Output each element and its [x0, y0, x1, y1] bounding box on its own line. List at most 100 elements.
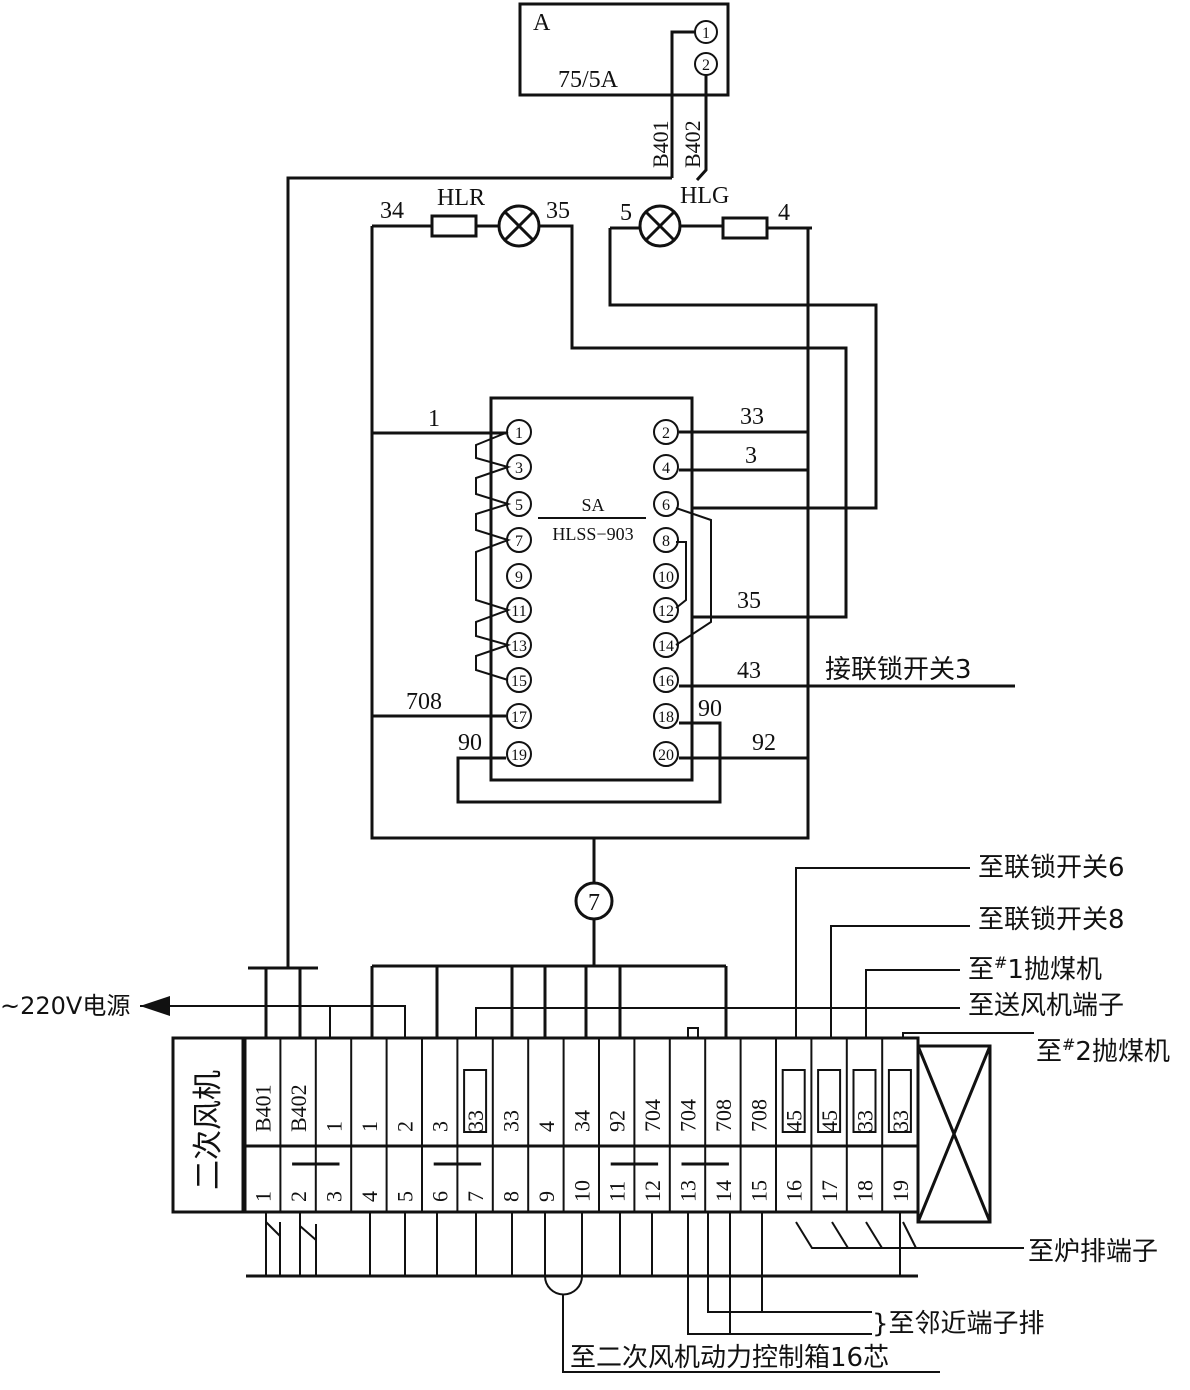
power-arrow-icon — [140, 996, 170, 1016]
sa-terminal-label: 12 — [658, 603, 674, 620]
sa-terminal-16 — [653, 667, 679, 693]
power-label: ~220V电源 — [0, 992, 130, 1020]
wire-b402 — [695, 75, 708, 182]
hlr-left-label: 34 — [380, 198, 404, 224]
terminal-top-label: 2 — [392, 1121, 417, 1132]
coal2-wire — [902, 1032, 1034, 1038]
hlr-resistor — [430, 214, 478, 238]
coal1-label: 至#1抛煤机 — [968, 953, 1102, 985]
ammeter-label: A — [533, 10, 551, 36]
sa-terminal-label: 19 — [511, 747, 527, 764]
terminal-top-label: 4 — [534, 1121, 559, 1132]
terminal-block: 二次风机 B4011B40221314253633733849341092117… — [171, 1036, 992, 1224]
power-wire — [140, 1005, 406, 1038]
interlock6-wire — [795, 867, 970, 1038]
sa-terminal-10 — [653, 563, 679, 589]
sa-terminal-8 — [653, 527, 679, 553]
wire-b401 — [670, 30, 695, 178]
adjacent-wires — [687, 1212, 872, 1335]
hlr-right-label: 35 — [546, 198, 570, 224]
lamp-hlr: HLR 34 35 — [372, 185, 848, 619]
wire-33-label: 33 — [740, 404, 764, 430]
terminal-top-label: 704 — [640, 1099, 665, 1132]
terminal-number: 19 — [888, 1180, 913, 1202]
terminal-top-label: 45 — [817, 1110, 842, 1132]
terminal-number: 7 — [463, 1191, 488, 1202]
terminal-number: 4 — [357, 1191, 382, 1202]
hlg-right-label: 4 — [778, 200, 790, 226]
terminal-number: 15 — [746, 1180, 771, 1202]
hlg-resistor — [721, 216, 769, 240]
sa-terminal-label: 5 — [515, 497, 523, 514]
sa-terminal-label: 17 — [511, 709, 527, 726]
ammeter-rating: 75/5A — [558, 67, 619, 93]
terminal-cells: B4011B4022131425363373384934109211704127… — [251, 1038, 913, 1212]
sa-terminal-label: 8 — [662, 533, 670, 550]
terminal-top-label: 45 — [782, 1110, 807, 1132]
terminal-number: 9 — [534, 1191, 559, 1202]
terminal-number: 3 — [322, 1191, 347, 1202]
sa-terminal-label: 15 — [511, 673, 527, 690]
sa-terminal-12 — [653, 597, 679, 623]
sa-terminal-18 — [653, 703, 679, 729]
terminal-number: 6 — [428, 1191, 453, 1202]
wire-90-label-a: 90 — [698, 696, 722, 722]
control-box-cable — [544, 1212, 940, 1373]
wire-35-label: 35 — [737, 588, 761, 614]
blower-label: 至送风机端子 — [968, 991, 1124, 1021]
lamp-hlg: HLG 5 4 — [608, 183, 878, 510]
bottom-drops — [265, 1212, 901, 1276]
sa-terminal-6 — [653, 491, 679, 517]
terminal-top-label: 92 — [605, 1110, 630, 1132]
wire-90 — [456, 721, 722, 804]
terminal-number: 5 — [392, 1191, 417, 1202]
control-loop — [370, 226, 810, 840]
terminal-top-label: B401 — [251, 1084, 276, 1132]
terminal-top-label: 34 — [569, 1110, 594, 1132]
sa-terminal-9 — [506, 563, 532, 589]
sa-terminal-label: 10 — [658, 569, 674, 586]
terminal-top-label: 1 — [357, 1121, 382, 1132]
coal2-label: 至#2抛煤机 — [1036, 1035, 1170, 1067]
switch-name: SA — [581, 495, 604, 515]
terminal-top-label: 704 — [676, 1099, 701, 1132]
terminal-number: 2 — [286, 1191, 311, 1202]
jumper-8-12 — [675, 541, 687, 609]
connector-7-label: 7 — [588, 890, 600, 916]
adjacent-label: }至邻近端子排 — [872, 1309, 1045, 1339]
boxed-label-frame — [463, 1069, 488, 1133]
sa-terminal-label: 16 — [658, 673, 674, 690]
terminal-top-label: 33 — [888, 1110, 913, 1132]
switch-jumpers-left — [475, 431, 512, 681]
boxed-label-frame — [817, 1069, 842, 1133]
terminal-top-label: 33 — [463, 1110, 488, 1132]
boxed-label-frame — [887, 1069, 912, 1133]
interlock6-label: 至联锁开关6 — [978, 853, 1125, 883]
wire-92-label: 92 — [752, 730, 776, 756]
terminal-number: 1 — [251, 1191, 276, 1202]
hlg-left-label: 5 — [620, 200, 632, 226]
ammeter: A 75/5A 1 2 — [518, 2, 730, 97]
terminal-number: 12 — [640, 1180, 665, 1202]
terminal-number: 14 — [711, 1180, 736, 1202]
terminal-top-label: 33 — [853, 1110, 878, 1132]
sa-terminal-label: 9 — [515, 569, 523, 586]
control-box-label: 至二次风机动力控制箱16芯 — [570, 1343, 889, 1373]
sa-terminal-label: 4 — [662, 460, 670, 477]
sa-terminal-label: 13 — [511, 638, 527, 655]
bus-drops-left — [264, 968, 302, 1038]
grate-wires — [795, 1221, 1024, 1249]
sa-terminal-20 — [653, 741, 679, 767]
boxed-label-frame — [781, 1069, 806, 1133]
end-stop — [916, 1044, 992, 1224]
ammeter-terminal-1-label: 1 — [702, 25, 710, 42]
sa-terminal-label: 18 — [658, 709, 674, 726]
interlock3-label: 接联锁开关3 — [825, 655, 972, 685]
terminal-top-label: 708 — [746, 1099, 771, 1132]
bus-drops-main — [370, 966, 728, 1038]
interlock8-label: 至联锁开关8 — [978, 905, 1125, 935]
sa-terminal-label: 2 — [662, 425, 670, 442]
